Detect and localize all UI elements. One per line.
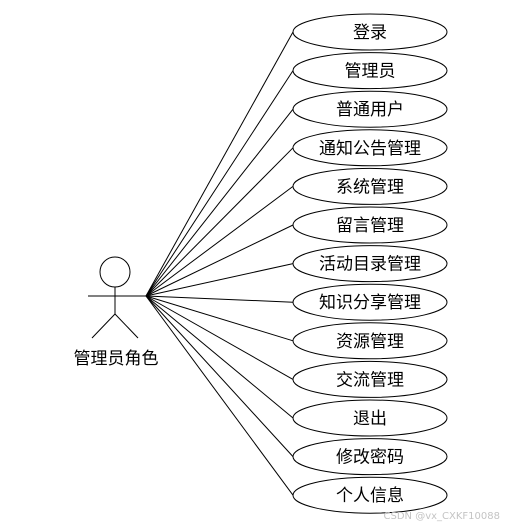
use-case-label: 登录 — [353, 23, 387, 43]
actor-figure: 管理员角色 — [74, 256, 159, 369]
association-line — [145, 295, 294, 457]
association-lines — [145, 31, 294, 496]
use-case-ellipse — [292, 245, 448, 283]
use-case-ellipse — [292, 167, 448, 205]
use-case-list: 登录管理员普通用户通知公告管理系统管理留言管理活动目录管理知识分享管理资源管理交… — [292, 13, 448, 514]
association-line — [145, 31, 294, 297]
use-case-label: 系统管理 — [336, 177, 404, 197]
association-line — [145, 263, 294, 297]
use-case-label: 资源管理 — [336, 332, 404, 352]
association-line — [145, 224, 294, 297]
use-case: 退出 — [292, 399, 448, 437]
association-line — [145, 295, 294, 380]
use-case: 修改密码 — [292, 438, 448, 476]
use-case-label: 知识分享管理 — [319, 293, 421, 313]
use-case-ellipse — [292, 283, 448, 321]
use-case: 知识分享管理 — [292, 283, 448, 321]
association-line — [145, 147, 294, 297]
use-case-ellipse — [292, 206, 448, 244]
use-case-ellipse — [292, 399, 448, 437]
use-case-ellipse — [292, 360, 448, 398]
use-case: 管理员 — [292, 52, 448, 90]
association-line — [145, 295, 294, 303]
use-case: 活动目录管理 — [292, 245, 448, 283]
association-line — [145, 70, 294, 297]
use-case-ellipse — [292, 476, 448, 514]
use-case-ellipse — [292, 438, 448, 476]
actor-right-leg — [114, 313, 139, 339]
use-case: 留言管理 — [292, 206, 448, 244]
watermark: CSDN @vx_CXKF10088 — [384, 511, 500, 522]
use-case-ellipse — [292, 13, 448, 51]
use-case-label: 个人信息 — [336, 486, 404, 506]
use-case: 交流管理 — [292, 360, 448, 398]
use-case: 登录 — [292, 13, 448, 51]
use-case-ellipse — [292, 52, 448, 90]
association-line — [145, 295, 294, 496]
use-case-label: 普通用户 — [336, 100, 404, 120]
use-case-label: 交流管理 — [336, 370, 404, 390]
use-case-label: 留言管理 — [336, 216, 404, 236]
use-case: 普通用户 — [292, 90, 448, 128]
use-case-label: 活动目录管理 — [319, 255, 421, 275]
use-case: 资源管理 — [292, 322, 448, 360]
use-case-ellipse — [292, 90, 448, 128]
association-line — [145, 185, 294, 297]
use-case: 个人信息 — [292, 476, 448, 514]
use-case: 通知公告管理 — [292, 129, 448, 167]
actor-left-leg — [91, 313, 116, 339]
use-case-label: 通知公告管理 — [319, 139, 421, 159]
use-case: 系统管理 — [292, 167, 448, 205]
use-case-ellipse — [292, 129, 448, 167]
association-line — [145, 108, 294, 297]
actor-label: 管理员角色 — [74, 349, 159, 369]
use-case-label: 修改密码 — [336, 448, 404, 468]
association-line — [145, 295, 294, 342]
use-case-label: 退出 — [353, 409, 387, 429]
association-line — [145, 295, 294, 419]
use-case-ellipse — [292, 322, 448, 360]
use-case-label: 管理员 — [345, 62, 396, 82]
actor-head — [99, 256, 131, 288]
